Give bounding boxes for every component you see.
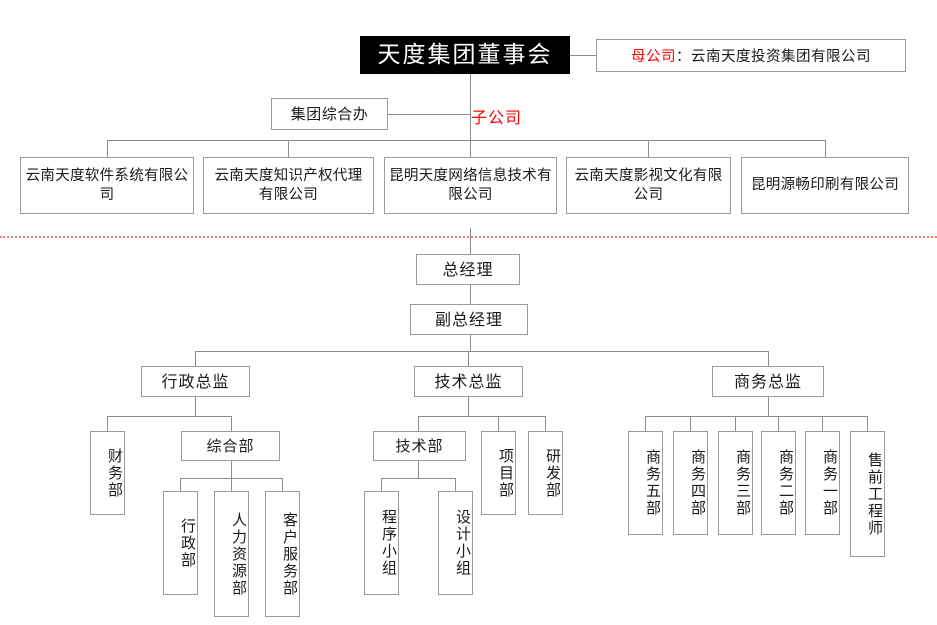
drop-business-1: [645, 416, 646, 431]
connector-business-director-down: [768, 397, 769, 416]
connector-admin-director-down: [195, 397, 196, 416]
node-subsidiary-1[interactable]: 云南天度软件系统有限公司: [20, 157, 194, 214]
drop-director-admin: [195, 351, 196, 366]
drop-business-3: [735, 416, 736, 431]
node-customer-service-dept[interactable]: 客户服务部: [265, 491, 300, 617]
legend-parent-company-name: 云南天度投资集团有限公司: [691, 49, 871, 65]
node-business-unit-1[interactable]: 商务一部: [805, 431, 840, 535]
drop-business-4: [778, 416, 779, 431]
connector-office-to-trunk: [388, 114, 470, 115]
node-hr-dept[interactable]: 人力资源部: [214, 491, 249, 617]
drop-director-business: [768, 351, 769, 366]
node-business-unit-5[interactable]: 商务五部: [628, 431, 663, 535]
connector-general-affairs-down: [231, 461, 232, 478]
node-business-unit-4[interactable]: 商务四部: [673, 431, 708, 535]
drop-subsidiary-1: [107, 140, 108, 157]
connector-tech-dept-down: [418, 461, 419, 478]
node-project-dept[interactable]: 项目部: [481, 431, 516, 515]
drop-tech-rd: [545, 416, 546, 431]
drop-tech-child-2: [455, 478, 456, 491]
bus-directors: [195, 351, 768, 352]
legend-parent-company: 母公司 ： 云南天度投资集团有限公司: [596, 39, 906, 72]
legend-parent-company-separator: ：: [676, 49, 691, 65]
node-board-of-directors[interactable]: 天度集团董事会: [360, 36, 570, 74]
node-director-tech[interactable]: 技术总监: [414, 366, 523, 397]
connector-dgm-to-bus: [470, 335, 471, 351]
node-design-team[interactable]: 设计小组: [438, 491, 473, 595]
connector-board-to-legend: [570, 55, 596, 56]
drop-subsidiary-3: [470, 140, 471, 157]
node-general-affairs-dept[interactable]: 综合部: [181, 431, 280, 461]
drop-tech-dept: [418, 416, 419, 431]
drop-ga-child-2: [231, 478, 232, 491]
bus-tech-children: [418, 416, 545, 417]
drop-business-5: [822, 416, 823, 431]
connector-tech-director-down: [468, 397, 469, 416]
drop-business-2: [690, 416, 691, 431]
node-subsidiary-3[interactable]: 昆明天度网络信息技术有限公司: [384, 157, 557, 214]
node-director-business[interactable]: 商务总监: [712, 366, 824, 397]
drop-subsidiary-5: [825, 140, 826, 157]
node-general-manager[interactable]: 总经理: [416, 254, 520, 285]
node-business-unit-2[interactable]: 商务二部: [761, 431, 796, 535]
section-divider: [0, 236, 937, 238]
legend-subsidiary-label: 子公司: [471, 108, 523, 127]
drop-subsidiary-2: [288, 140, 289, 157]
node-tech-dept[interactable]: 技术部: [373, 431, 466, 461]
drop-ga-child-1: [180, 478, 181, 491]
connector-divider-to-gm: [470, 228, 471, 254]
node-presales-engineer[interactable]: 售前工程师: [850, 431, 885, 557]
node-subsidiary-4[interactable]: 云南天度影视文化有限公司: [566, 157, 731, 214]
bus-business-children: [645, 416, 867, 417]
node-finance-dept[interactable]: 财务部: [90, 431, 125, 515]
drop-tech-child-1: [381, 478, 382, 491]
node-group-office[interactable]: 集团综合办: [271, 98, 388, 130]
drop-business-6: [867, 416, 868, 431]
bus-tech-dept-children: [381, 478, 455, 479]
node-subsidiary-2[interactable]: 云南天度知识产权代理有限公司: [203, 157, 374, 214]
connector-gm-to-dgm: [470, 285, 471, 304]
node-business-unit-3[interactable]: 商务三部: [718, 431, 753, 535]
node-program-team[interactable]: 程序小组: [364, 491, 399, 595]
node-subsidiary-5[interactable]: 昆明源畅印刷有限公司: [741, 157, 909, 214]
bus-admin-children: [107, 416, 231, 417]
node-director-admin[interactable]: 行政总监: [141, 366, 250, 397]
drop-director-tech: [468, 351, 469, 366]
drop-tech-project: [498, 416, 499, 431]
drop-subsidiary-4: [648, 140, 649, 157]
node-deputy-general-manager[interactable]: 副总经理: [410, 304, 528, 335]
bus-subsidiaries: [107, 140, 825, 141]
connector-board-trunk: [470, 74, 471, 140]
drop-ga-child-3: [282, 478, 283, 491]
drop-admin-general-affairs: [231, 416, 232, 431]
node-administration-dept[interactable]: 行政部: [163, 491, 198, 595]
legend-parent-company-label: 母公司: [631, 49, 676, 65]
drop-admin-finance: [107, 416, 108, 431]
node-rd-dept[interactable]: 研发部: [528, 431, 563, 515]
